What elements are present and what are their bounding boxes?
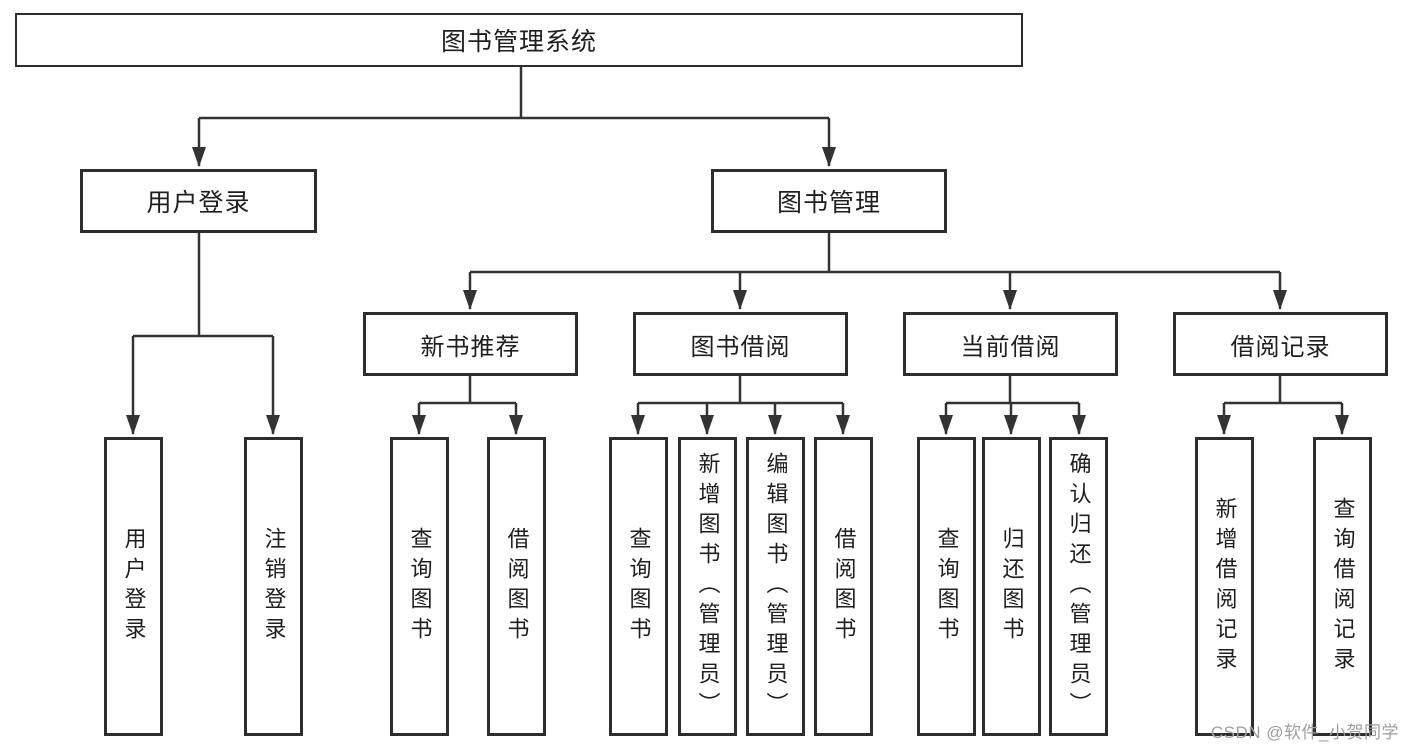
node-borrowing-records: 借阅记录 <box>1173 312 1388 376</box>
leaf-nbr-borrow-books-label: 借阅图书 <box>504 526 530 647</box>
leaf-bb-query-books: 查询图书 <box>609 437 668 736</box>
node-library-system: 图书管理系统 <box>15 13 1023 67</box>
connector-book-borrow-trunk <box>638 376 843 405</box>
leaf-user-login: 用户登录 <box>104 437 163 736</box>
leaf-bb-borrow-books-label: 借阅图书 <box>831 526 857 647</box>
node-user-login: 用户登录 <box>80 169 317 233</box>
leaf-bb-borrow-books: 借阅图书 <box>814 437 873 736</box>
leaf-logout: 注销登录 <box>244 437 303 736</box>
leaf-bb-edit-books-admin-label: 编辑图书（管理员） <box>763 451 789 722</box>
leaf-bb-add-books-admin-label: 新增图书（管理员） <box>695 451 721 722</box>
leaf-br-add-record-label: 新增借阅记录 <box>1212 496 1238 677</box>
node-book-management: 图书管理 <box>711 169 947 233</box>
leaf-cb-return-books: 归还图书 <box>982 437 1041 736</box>
leaf-br-add-record: 新增借阅记录 <box>1195 437 1254 736</box>
leaf-bb-edit-books-admin: 编辑图书（管理员） <box>746 437 805 736</box>
csdn-watermark: CSDN @软件_小贺同学 <box>1210 723 1399 742</box>
leaf-br-query-record: 查询借阅记录 <box>1313 437 1372 736</box>
leaf-cb-confirm-return-admin-label: 确认归还（管理员） <box>1066 451 1092 722</box>
node-current-borrowing: 当前借阅 <box>903 312 1118 376</box>
leaf-nbr-query-books: 查询图书 <box>390 437 449 736</box>
leaf-nbr-query-books-label: 查询图书 <box>407 526 433 647</box>
leaf-cb-confirm-return-admin: 确认归还（管理员） <box>1049 437 1108 736</box>
connector-borrow-records-trunk <box>1224 376 1342 405</box>
leaf-bb-query-books-label: 查询图书 <box>626 526 652 647</box>
node-new-book-recommendation: 新书推荐 <box>363 312 578 376</box>
leaf-user-login-label: 用户登录 <box>121 526 147 647</box>
connector-root-trunk <box>199 67 829 120</box>
connector-book-mgmt-trunk <box>470 233 1280 274</box>
leaf-nbr-borrow-books: 借阅图书 <box>487 437 546 736</box>
leaf-cb-return-books-label: 归还图书 <box>999 526 1025 647</box>
connector-new-book-rec-trunk <box>419 376 516 405</box>
leaf-cb-query-books: 查询图书 <box>917 437 976 736</box>
connector-current-borrow-trunk <box>946 376 1079 405</box>
leaf-bb-add-books-admin: 新增图书（管理员） <box>678 437 737 736</box>
leaf-logout-label: 注销登录 <box>261 526 287 647</box>
connector-user-login-trunk <box>133 233 273 338</box>
leaf-br-query-record-label: 查询借阅记录 <box>1330 496 1356 677</box>
node-book-borrowing: 图书借阅 <box>633 312 848 376</box>
leaf-cb-query-books-label: 查询图书 <box>934 526 960 647</box>
